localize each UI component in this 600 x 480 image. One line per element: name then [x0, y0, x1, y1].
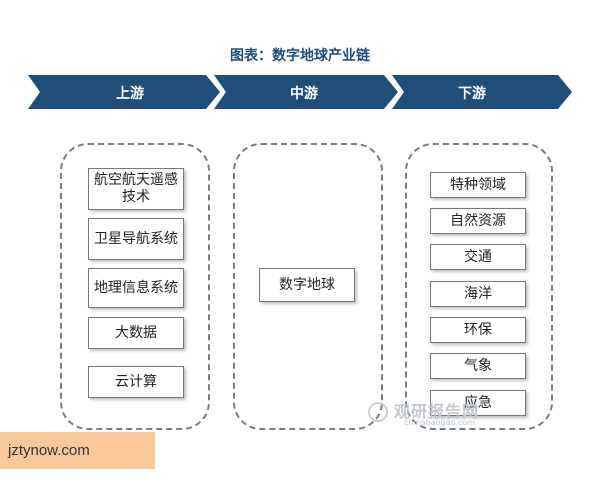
diagram-title: 图表：数字地球产业链: [230, 48, 370, 64]
upstream-group: [60, 143, 210, 430]
midstream-group: [233, 143, 383, 430]
downstream-item: 交通: [430, 244, 526, 270]
midstream-item: 数字地球: [259, 268, 355, 302]
upstream-item: 大数据: [88, 317, 184, 349]
upstream-item: 卫星导航系统: [88, 218, 184, 260]
stage-chevrons: [28, 75, 572, 109]
watermark-text: 观研报告网: [394, 402, 480, 421]
site-badge: jztynow.com: [0, 432, 155, 469]
downstream-item: 气象: [430, 353, 526, 379]
watermark: 观研报告网 chinabaogao.com: [368, 398, 528, 428]
upstream-item: 云计算: [88, 366, 184, 398]
watermark-subtext: chinabaogao.com: [404, 418, 475, 427]
downstream-item: 特种领域: [430, 172, 526, 198]
downstream-item: 自然资源: [430, 208, 526, 234]
upstream-item: 航空航天遥感技术: [88, 168, 184, 210]
chevron-midstream: [214, 75, 398, 109]
downstream-item: 环保: [430, 317, 526, 343]
downstream-item: 海洋: [430, 281, 526, 307]
watermark-logo-icon: [368, 402, 388, 422]
chevron-upstream: [28, 75, 220, 109]
chevron-downstream: [392, 75, 572, 109]
upstream-item: 地理信息系统: [88, 268, 184, 308]
downstream-item: 应急: [430, 390, 526, 416]
downstream-group: [405, 143, 553, 430]
stage-upstream-label: 上游: [116, 86, 144, 102]
stage-downstream-label: 下游: [458, 86, 486, 102]
stage-midstream-label: 中游: [290, 86, 318, 102]
